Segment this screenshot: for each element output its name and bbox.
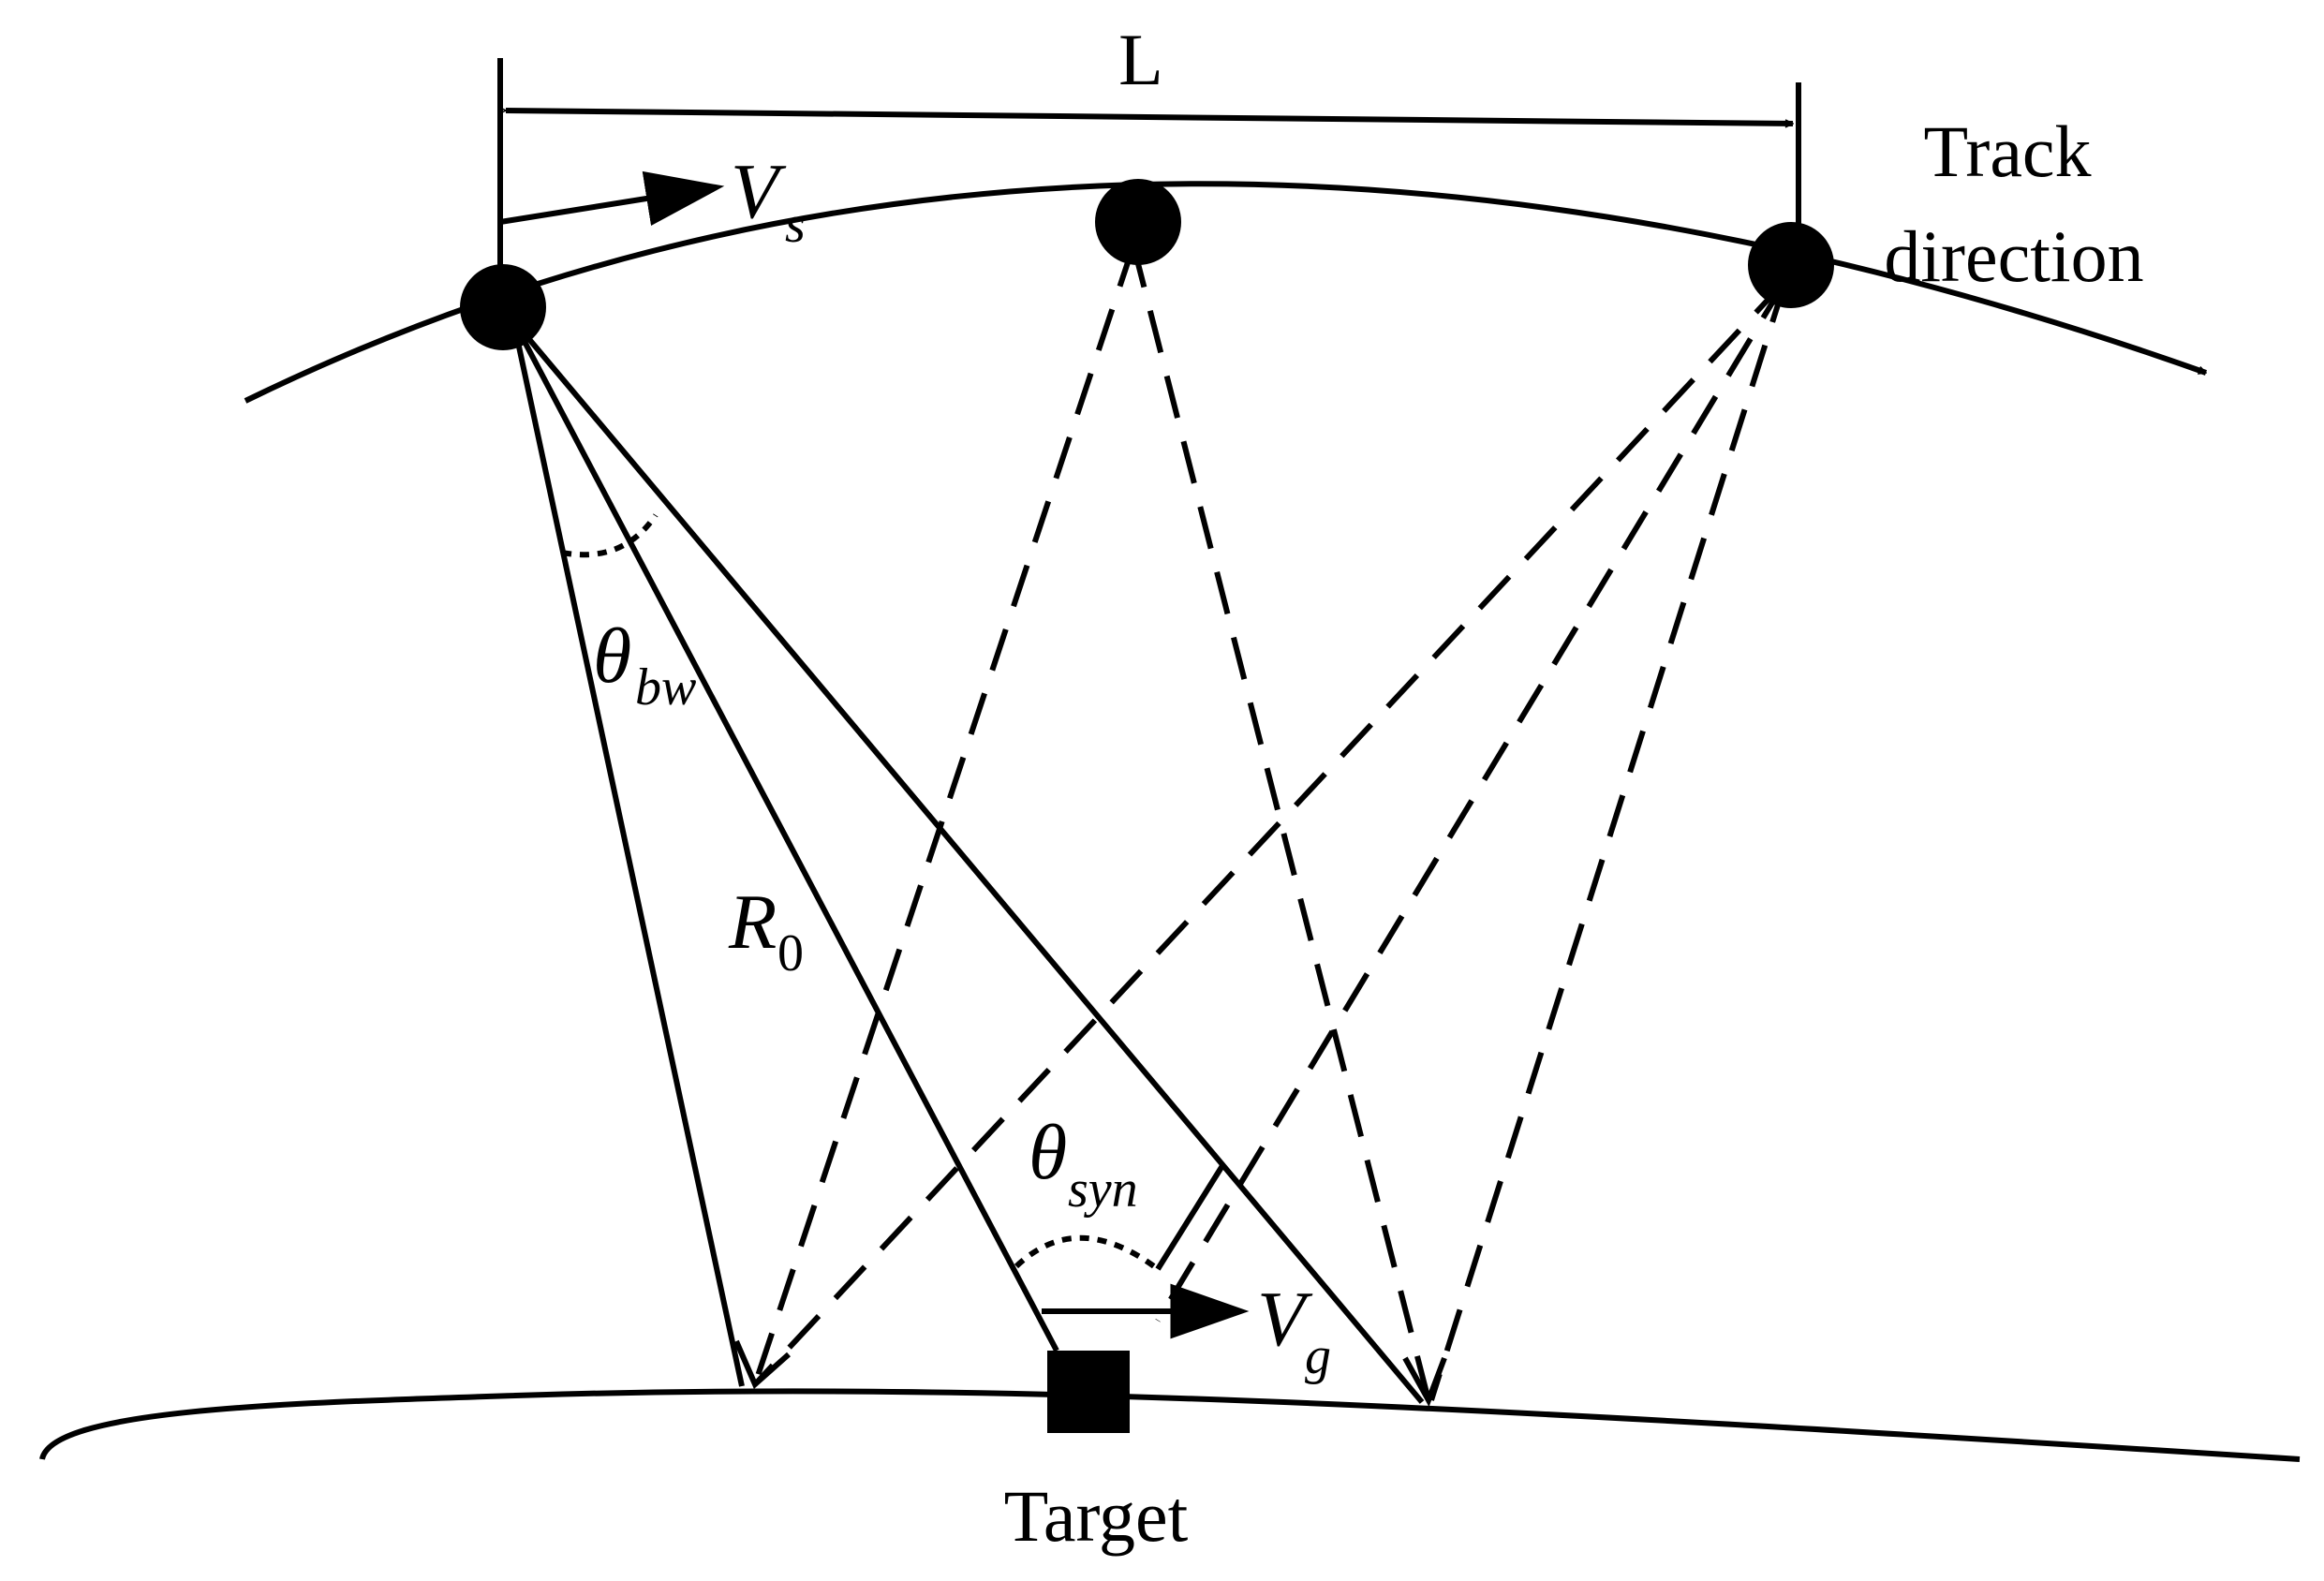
beamwidth-arc — [561, 513, 659, 558]
beamwidth-symbol: θ — [593, 613, 631, 700]
satellite-velocity-label: V — [731, 148, 787, 235]
beam-center-line — [511, 318, 1059, 1352]
ground-curve — [39, 1388, 2301, 1462]
track-label-line2: direction — [1884, 215, 2143, 297]
satellite-velocity-arrow — [499, 170, 725, 226]
right-beam-near — [1428, 280, 1788, 1401]
synthetic-angle-arc — [1014, 1234, 1160, 1272]
beam-edge-right — [511, 318, 1425, 1404]
right-beam-far — [752, 278, 1788, 1387]
length-dimension-line — [506, 111, 1793, 124]
synthetic-angle-subscript: syn — [1068, 1160, 1138, 1219]
ground-velocity-subscript: g — [1305, 1327, 1331, 1385]
synthetic-aperture-chord — [1155, 1162, 1226, 1271]
beam-edge-left — [511, 319, 745, 1387]
middle-beam-right — [1131, 244, 1431, 1401]
satellite-velocity-subscript: s — [785, 196, 806, 254]
right-beam-inner — [1155, 279, 1788, 1322]
synthetic-angle-symbol: θ — [1029, 1109, 1067, 1196]
target-marker — [1047, 1351, 1130, 1433]
target-label: Target — [1004, 1475, 1189, 1557]
ground-velocity-label: V — [1257, 1276, 1313, 1363]
satellite-end — [1748, 222, 1834, 308]
range-subscript: 0 — [777, 924, 804, 983]
length-label: L — [1118, 19, 1163, 100]
beamwidth-subscript: bw — [635, 658, 696, 717]
arrowhead-right-landing — [1402, 1356, 1447, 1408]
arrowhead-left-landing — [733, 1339, 791, 1389]
track-label-line1: Track — [1923, 111, 2091, 192]
range-symbol: R — [728, 879, 777, 966]
satellite-start — [460, 264, 546, 350]
satellite-middle — [1095, 179, 1181, 265]
